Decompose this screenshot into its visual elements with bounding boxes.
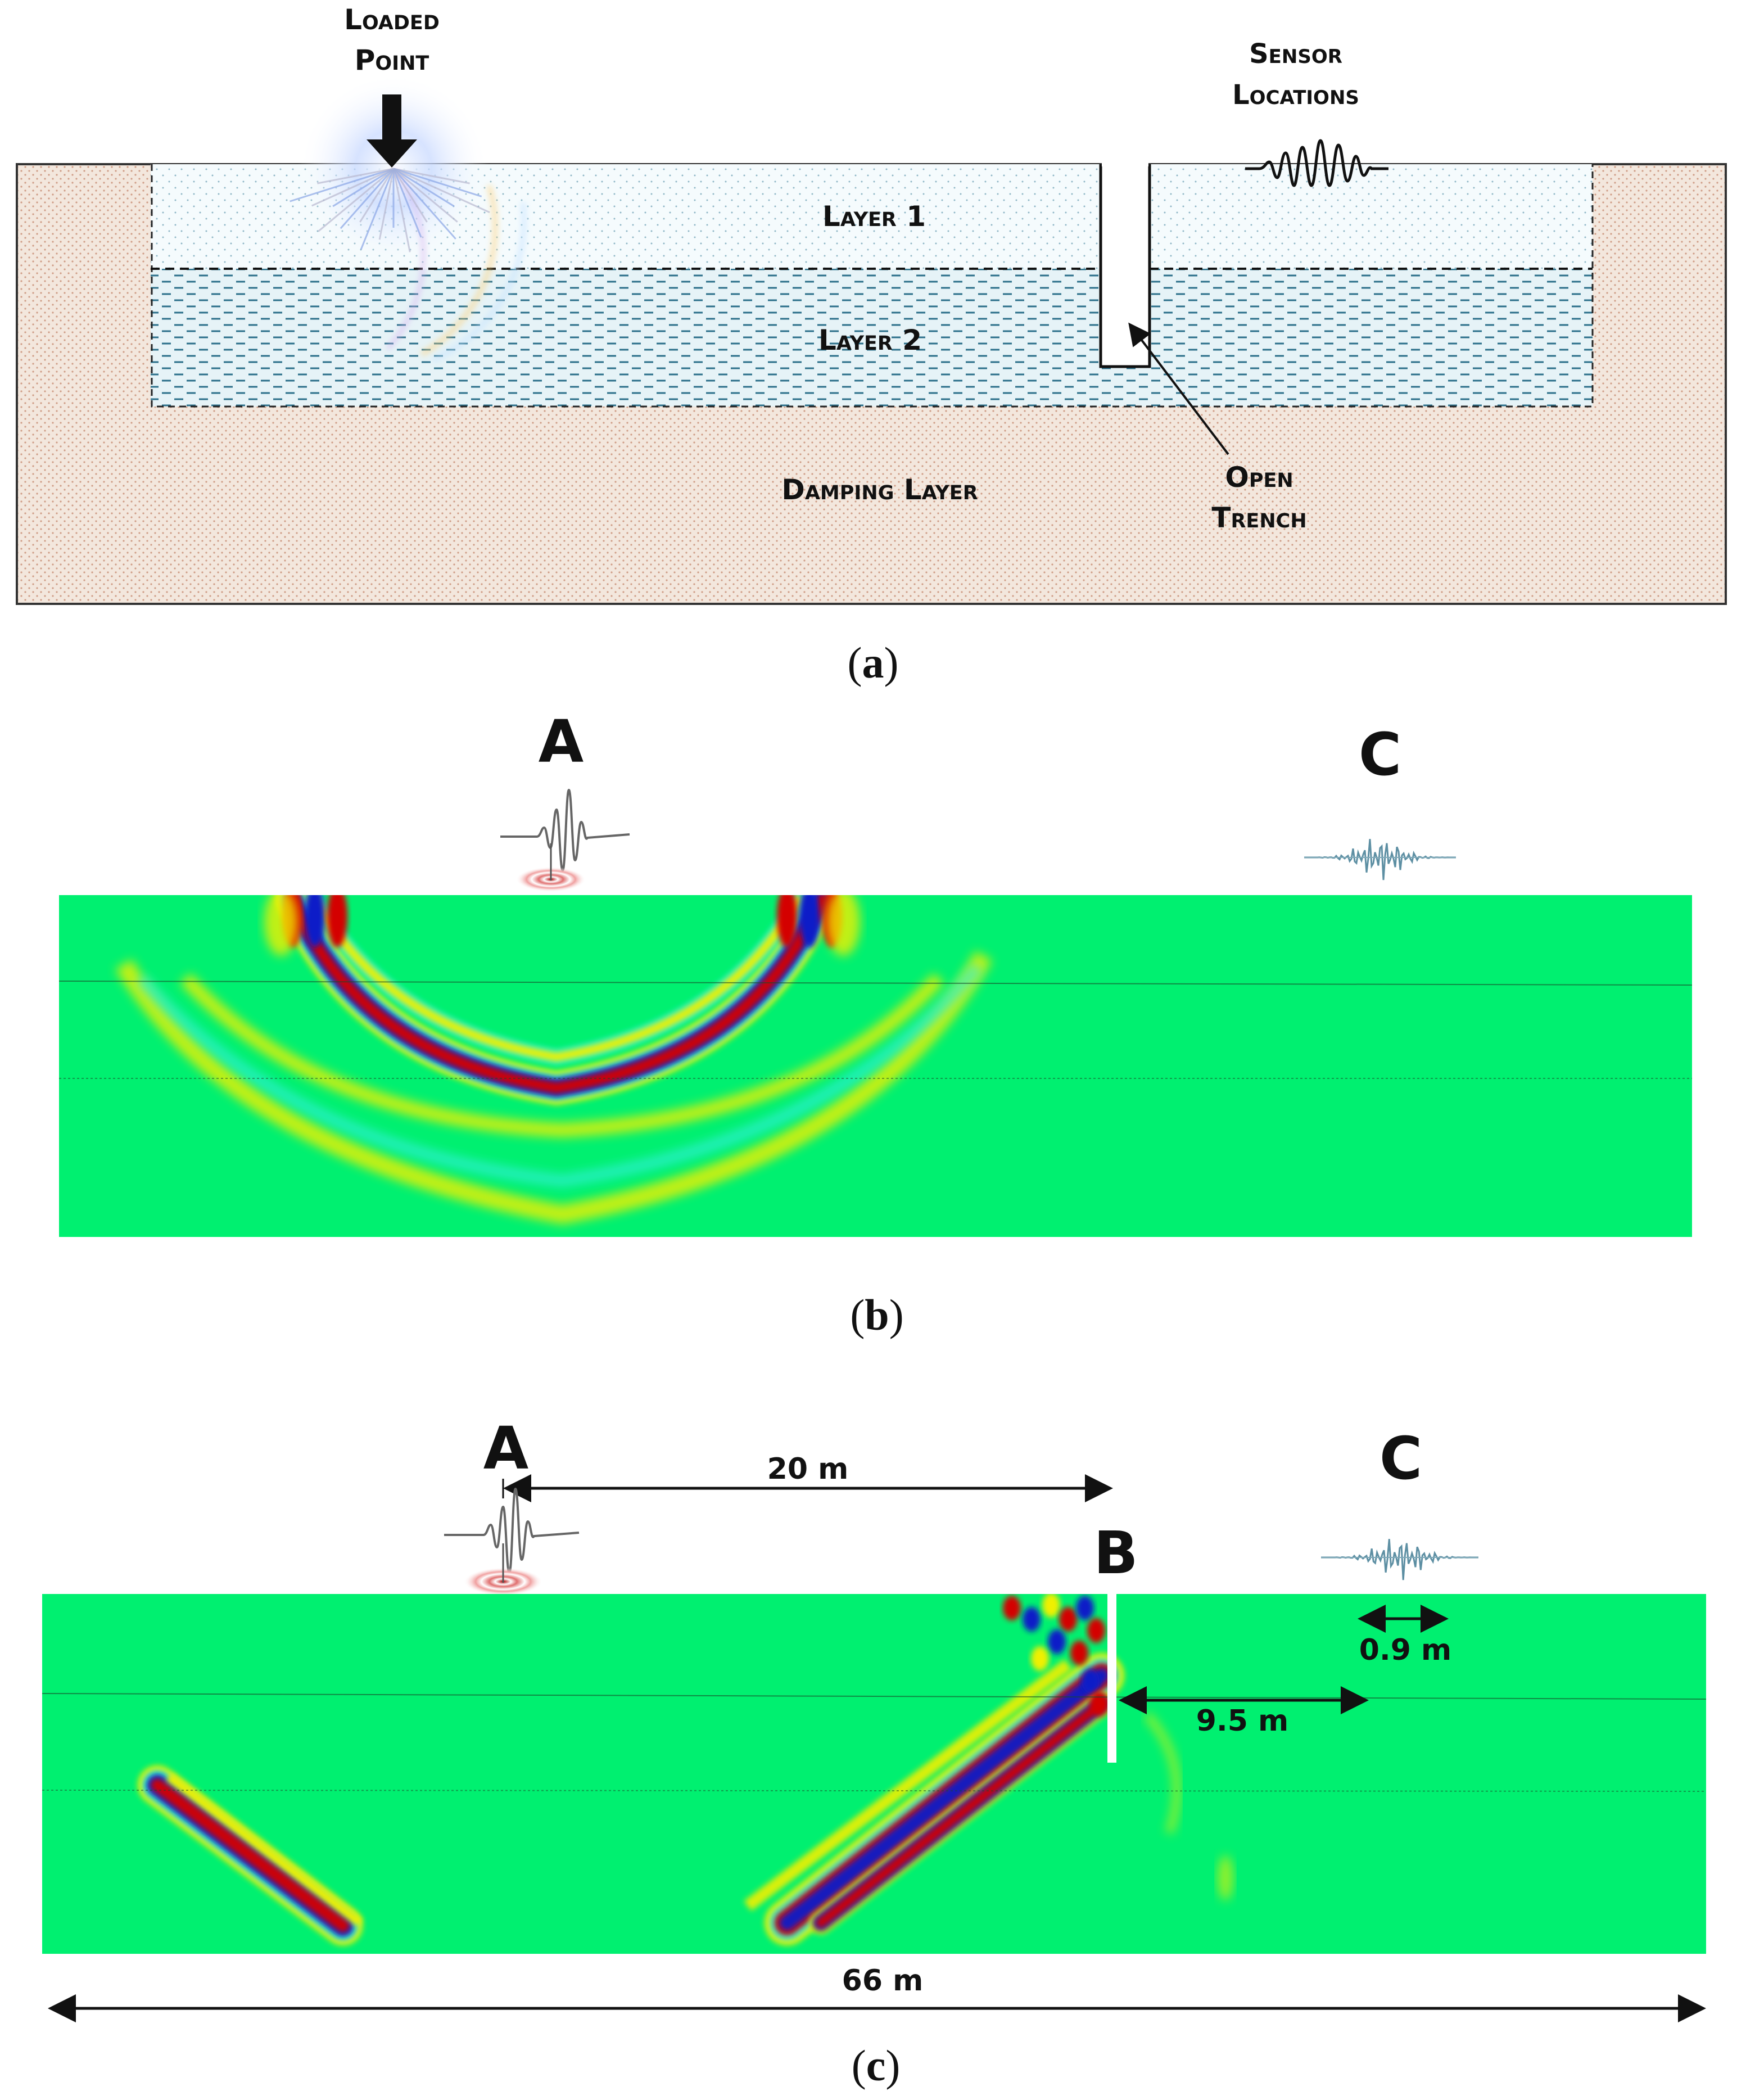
damping-layer-label: Damping Layer	[781, 473, 978, 506]
load-rays	[290, 168, 490, 252]
dimension-bc-label: 9.5 m	[1196, 1704, 1288, 1738]
dimension-sensor-label: 0.9 m	[1359, 1633, 1451, 1667]
panel-b: A C (b)	[59, 707, 1692, 1339]
layer-1-label: Layer 1	[822, 200, 926, 233]
point-c-label: C	[1379, 1424, 1422, 1493]
wavefield-c	[42, 1594, 1706, 1954]
caption-b: (b)	[850, 1290, 903, 1339]
layer-2-region-left	[151, 269, 1101, 407]
trench-label-2: Trench	[1211, 502, 1306, 534]
layer-boundary-outline	[151, 164, 1594, 408]
sensor-signal-icon	[1321, 1539, 1478, 1580]
trench-pointer-arrow	[1128, 322, 1229, 455]
layer-1-region-right	[1150, 164, 1593, 269]
open-trench	[1099, 164, 1151, 368]
dimension-total-label: 66 m	[842, 1964, 924, 1998]
sensor-signal-icon	[1304, 839, 1456, 880]
panel-c: A C B 20 m 9.5 m 0.9 m 66 m (c)	[42, 1414, 1706, 2090]
source-signal-icon	[444, 1487, 580, 1575]
layer-2-region-right	[1150, 269, 1593, 407]
loaded-point-label-1: Loaded	[344, 3, 440, 36]
point-c-label: C	[1359, 720, 1401, 789]
source-signal-icon	[500, 788, 630, 872]
layer-1-region-left	[151, 164, 1101, 269]
trench-barrier	[1107, 1594, 1116, 1763]
layer-2-label: Layer 2	[818, 324, 922, 356]
sensor-label-2: Locations	[1232, 79, 1359, 111]
loaded-point-label-2: Point	[355, 44, 429, 76]
load-arrow	[367, 94, 417, 168]
trench-label-1: Open	[1225, 461, 1293, 494]
sensor-label-1: Sensor	[1249, 38, 1342, 70]
dimension-ab-label: 20 m	[767, 1452, 849, 1486]
caption-a: (a)	[848, 638, 899, 687]
point-a-label: A	[539, 707, 584, 776]
wavefield-b	[59, 895, 1692, 1237]
point-a-label: A	[483, 1414, 529, 1483]
sensor-signal-icon	[1245, 139, 1388, 187]
caption-c: (c)	[852, 2041, 901, 2090]
panel-a: Loaded Point Sensor Locations Layer 1 La…	[16, 3, 1727, 687]
point-b-label: B	[1093, 1519, 1138, 1587]
